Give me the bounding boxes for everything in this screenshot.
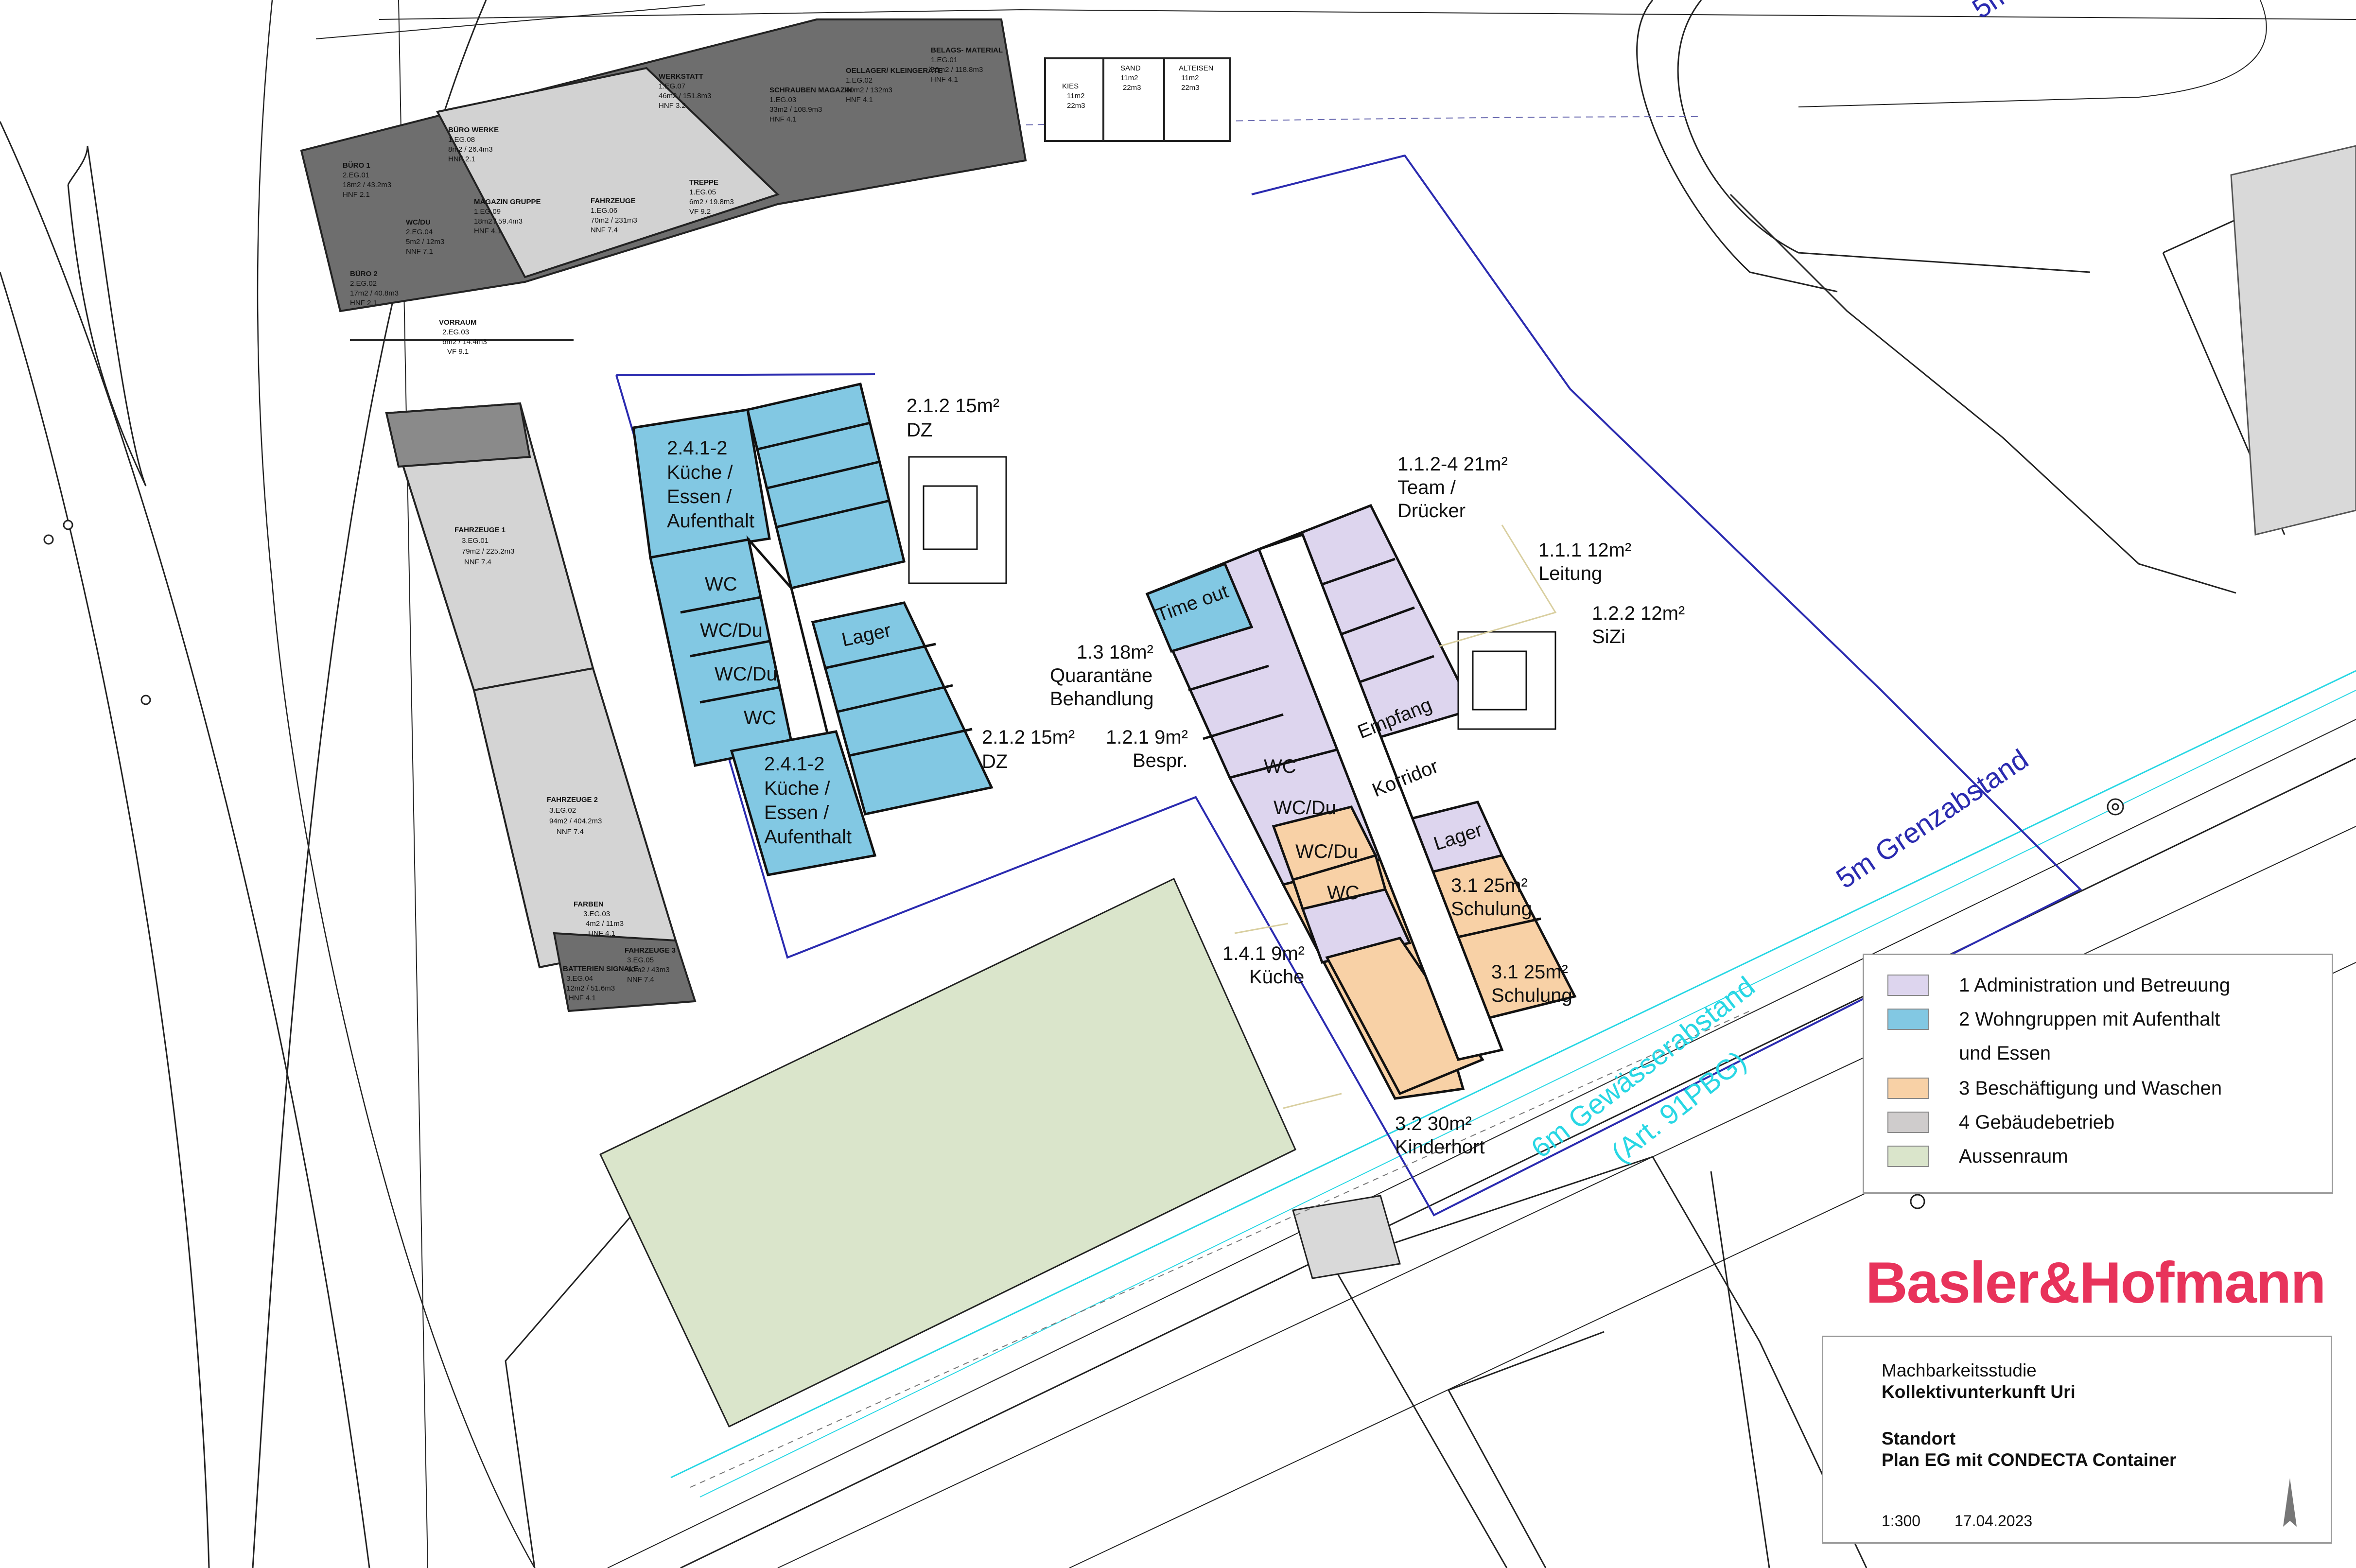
- title-line-3: Standort: [1882, 1429, 1956, 1448]
- admin-wc1-label: WC: [1264, 756, 1296, 777]
- survey-markers: [43, 520, 2124, 1209]
- wcdu1-label: WC/Du: [700, 620, 763, 641]
- dashed-site-line-2: [690, 1010, 1750, 1488]
- water-distance-line: [670, 670, 2356, 1479]
- legend-swatch-aussenraum: [1887, 1146, 1929, 1167]
- garage-building: [385, 402, 697, 1012]
- legend-label-wohngruppen-2: und Essen: [1959, 1043, 2051, 1064]
- north-arrow-icon: [2283, 1478, 2297, 1527]
- site-boundary-top: [616, 373, 875, 376]
- wc1-label: WC: [705, 574, 737, 595]
- water-line-2: [699, 690, 2356, 1498]
- wc2-label: WC: [744, 707, 776, 729]
- legend-label-gebaeudebetrieb: 4 Gebäudebetrieb: [1959, 1112, 2115, 1133]
- admin-wcdu1-label: WC/Du: [1274, 797, 1336, 819]
- admin-block: [1145, 504, 1577, 1100]
- residential-block: [632, 383, 1007, 876]
- accent-lines: [1234, 524, 1557, 1109]
- site-boundary: [615, 154, 2082, 1217]
- outdoor-area: [599, 877, 1296, 1428]
- legend-swatch-gebaeudebetrieb: [1887, 1112, 1929, 1133]
- title-block: Machbarkeitsstudie Kollektivunterkunft U…: [1822, 1336, 2332, 1544]
- wcdu2-label: WC/Du: [715, 663, 777, 685]
- title-scale: 1:300: [1882, 1512, 1921, 1530]
- admin-wc2-label: WC: [1327, 882, 1360, 904]
- title-line-1: Machbarkeitsstudie: [1882, 1360, 2037, 1380]
- legend-swatch-beschaeftigung: [1887, 1078, 1929, 1099]
- title-line-4: Plan EG mit CONDECTA Container: [1882, 1450, 2177, 1470]
- title-date: 17.04.2023: [1955, 1512, 2033, 1530]
- grenzabstand-label: 5m Grenzabstand: [1831, 743, 2034, 895]
- grenzabstand-top-label: 5m: [1967, 0, 2017, 25]
- title-line-2: Kollektivunterkunft Uri: [1882, 1382, 2076, 1402]
- admin-wcdu2-label: WC/Du: [1295, 841, 1358, 862]
- legend-label-wohngruppen: 2 Wohngruppen mit Aufenthalt: [1959, 1009, 2220, 1030]
- legend-label-aussenraum: Aussenraum: [1959, 1146, 2068, 1167]
- legend-swatch-wohngruppen: [1887, 1009, 1929, 1030]
- legend: 1 Administration und Betreuung 2 Wohngru…: [1863, 954, 2333, 1194]
- legend-swatch-admin: [1887, 975, 1929, 996]
- legend-label-admin: 1 Administration und Betreuung: [1959, 975, 2231, 996]
- company-logo: Basler&Hofmann: [1866, 1250, 2326, 1315]
- existing-building: [300, 18, 1231, 341]
- legend-label-beschaeftigung: 3 Beschäftigung und Waschen: [1959, 1078, 2222, 1099]
